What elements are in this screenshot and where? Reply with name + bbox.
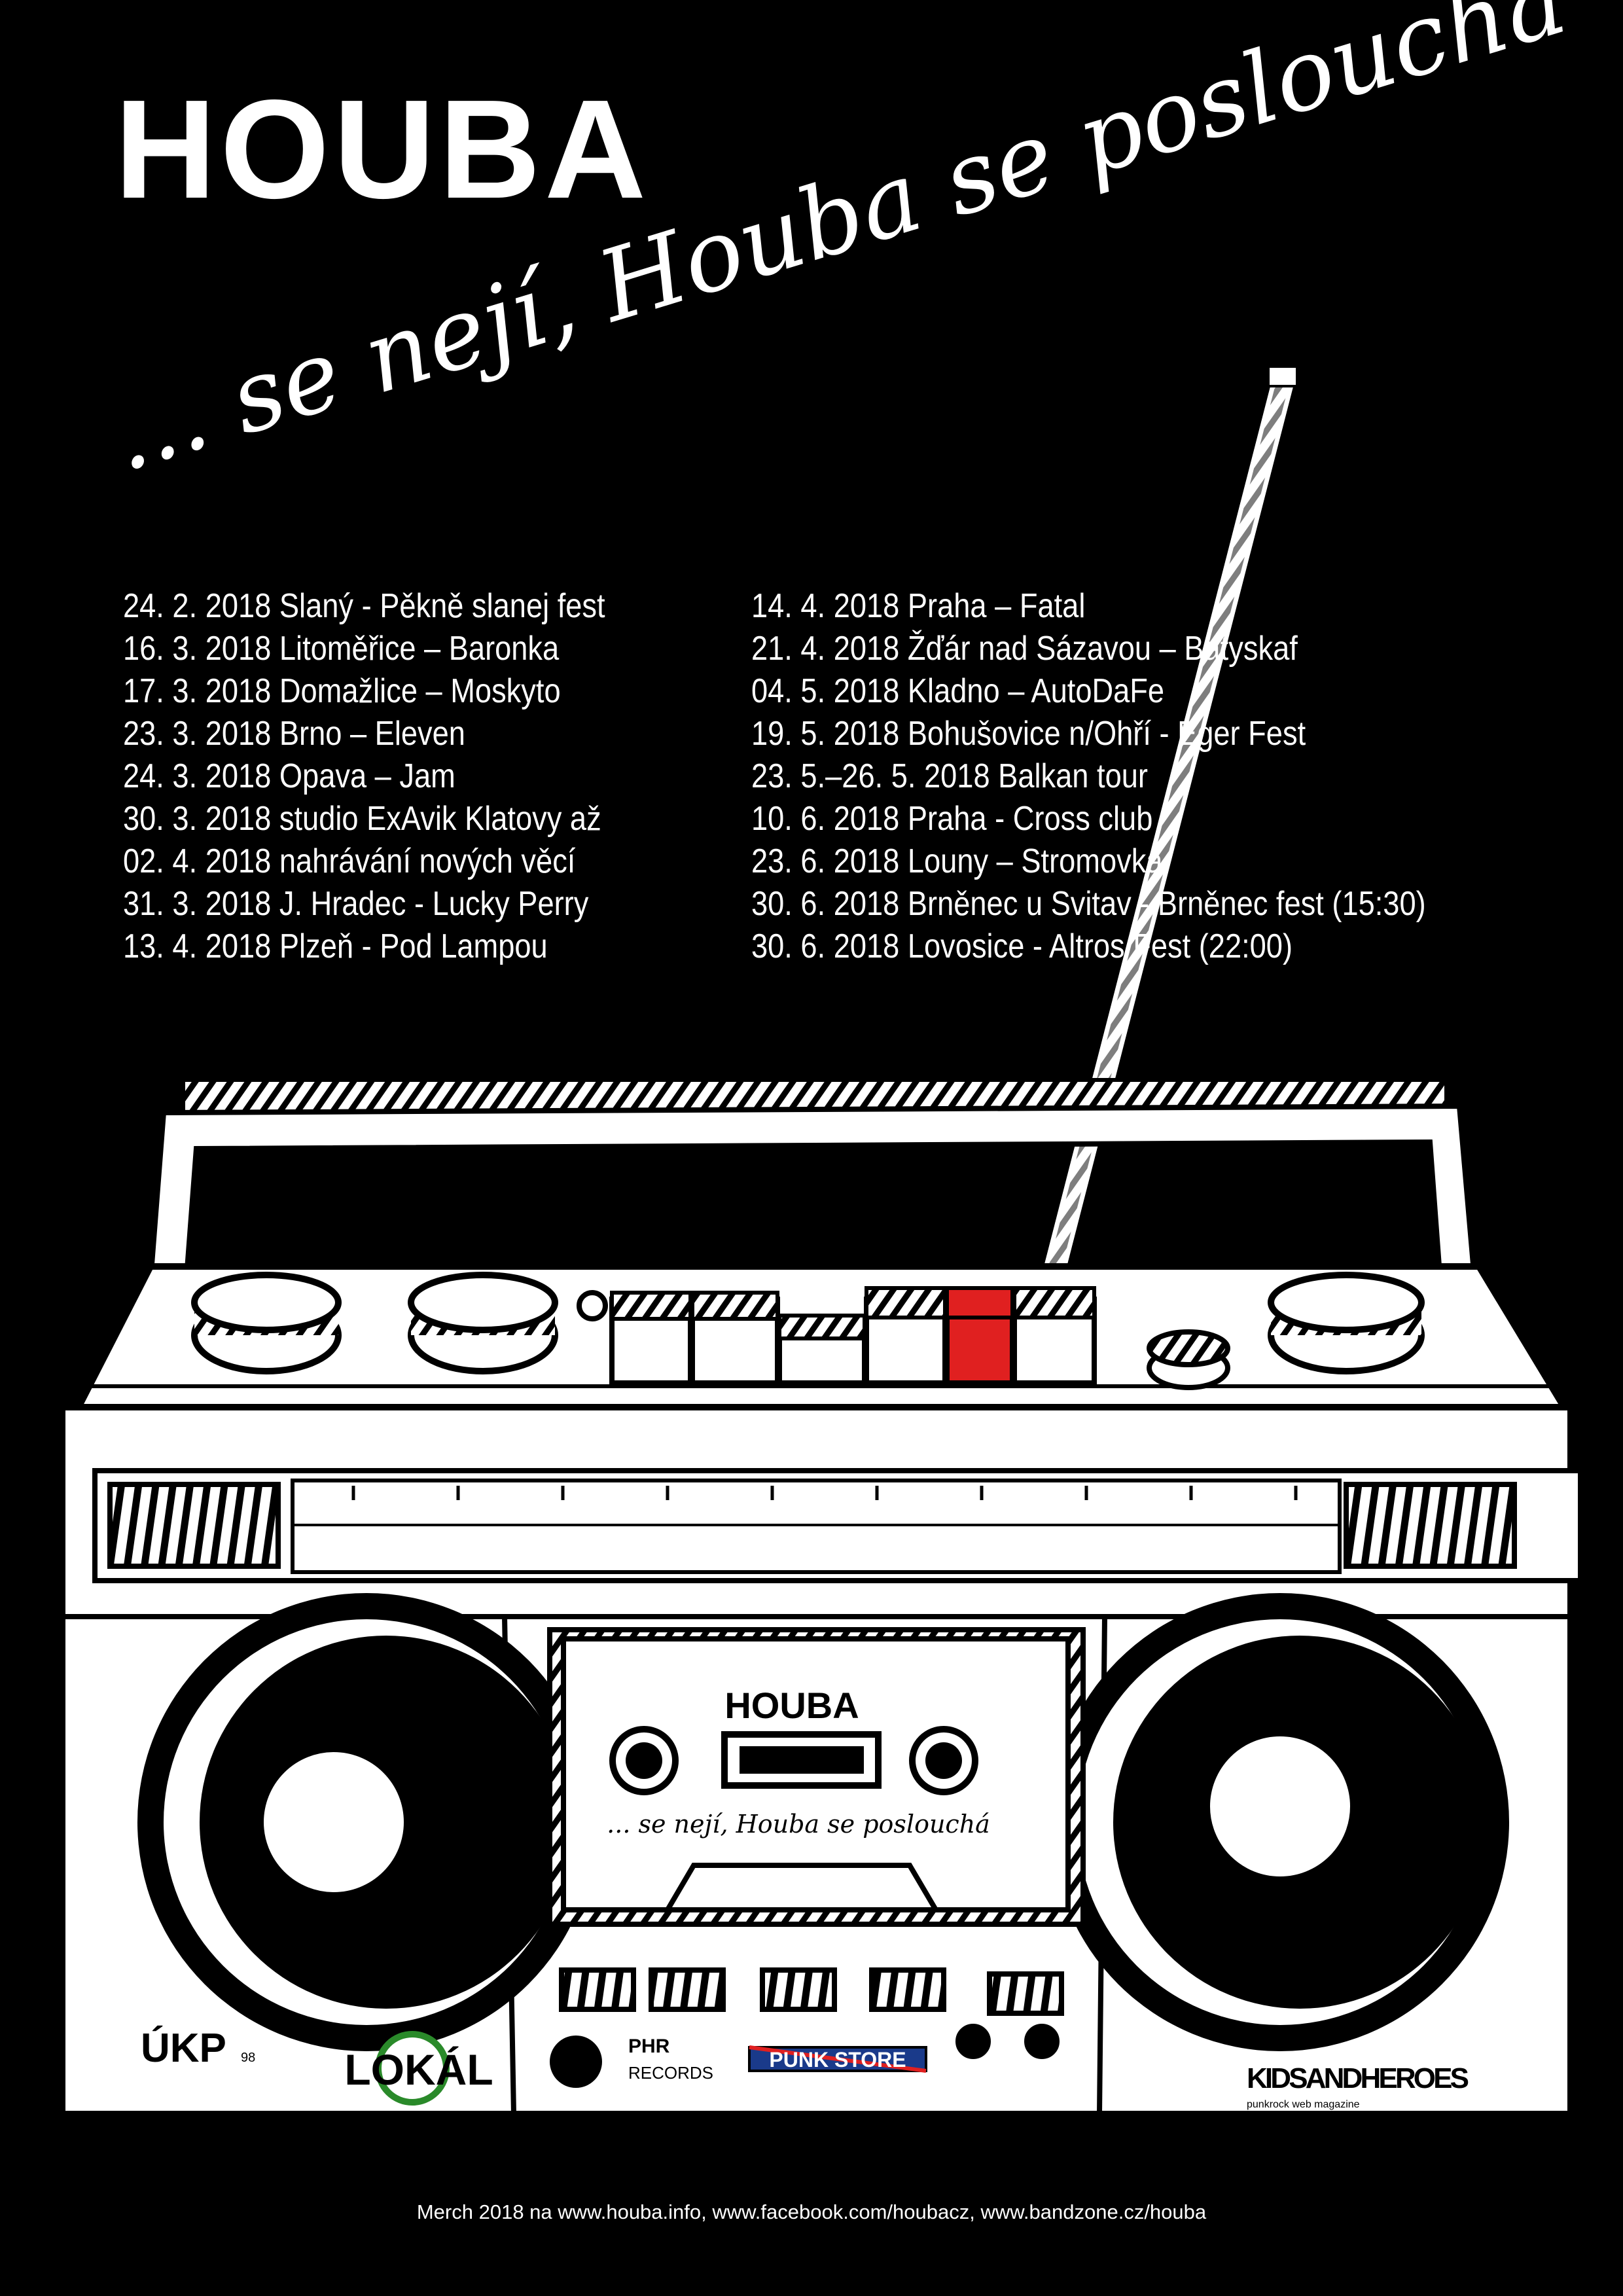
boombox-illustration: HOUBA ... se nejí, Houba se poslouchá ÚK… [59, 1078, 1583, 2117]
knob-left-2 [408, 1272, 558, 1374]
transport-buttons [609, 1286, 1097, 1386]
sponsor-phr-records: PHR RECORDS [550, 2036, 713, 2088]
tour-dates-right: 14. 4. 2018 Praha – Fatal 21. 4. 2018 Žď… [751, 587, 1426, 965]
speaker-left [137, 1593, 596, 2051]
tour-date: 21. 4. 2018 Žďár nad Sázavou – Batyskaf [751, 630, 1298, 668]
tour-date: 04. 5. 2018 Kladno – AutoDaFe [751, 672, 1164, 710]
tour-dates-left: 24. 2. 2018 Slaný - Pěkně slanej fest 16… [123, 587, 605, 965]
grill-right [1344, 1482, 1517, 1569]
footer-merch-links: Merch 2018 na www.houba.info, www.facebo… [417, 2200, 1207, 2223]
tour-date: 16. 3. 2018 Litoměřice – Baronka [123, 630, 560, 668]
tour-date: 13. 4. 2018 Plzeň - Pod Lampou [123, 927, 548, 965]
tour-date: 30. 3. 2018 studio ExAvik Klatovy až [123, 800, 601, 838]
band-title: HOUBA [115, 70, 650, 228]
tour-date: 23. 6. 2018 Louny – Stromovka [751, 842, 1163, 880]
kids-logo-text: KIDSANDHEROES [1247, 2062, 1469, 2094]
tour-date: 31. 3. 2018 J. Hradec - Lucky Perry [123, 885, 589, 923]
phr-logo-text: PHR [628, 2036, 670, 2057]
kids-logo-sub: punkrock web magazine [1247, 2099, 1360, 2110]
tour-date: 23. 3. 2018 Brno – Eleven [123, 715, 465, 753]
tour-date: 14. 4. 2018 Praha – Fatal [751, 587, 1085, 625]
cassette: HOUBA ... se nejí, Houba se poslouchá [547, 1627, 1086, 1927]
cassette-tagline: ... se nejí, Houba se poslouchá [607, 1810, 990, 1839]
sponsor-kidsandheroes: KIDSANDHEROES punkrock web magazine [1247, 2062, 1469, 2110]
tour-date: 17. 3. 2018 Domažlice – Moskyto [123, 672, 561, 710]
knob-right [1268, 1272, 1425, 1374]
tour-date: 02. 4. 2018 nahrávání nových věcí [123, 842, 576, 880]
tour-date: 10. 6. 2018 Praha - Cross club [751, 800, 1152, 838]
sponsor-ukp: ÚKP 98 [141, 2026, 255, 2071]
sponsor-lokal: LOKÁL [344, 2031, 493, 2106]
punkstore-logo-text: PUNK STORE [769, 2048, 906, 2072]
tour-date: 30. 6. 2018 Brněnec u Svitav - Brněnec f… [751, 885, 1426, 923]
lokal-logo-text: LOKÁL [344, 2045, 493, 2094]
speaker-right [1051, 1593, 1509, 2051]
sponsor-punk-store: PUNK STORE [748, 2045, 927, 2073]
tour-date: 30. 6. 2018 Lovosice - Altros Fest (22:0… [751, 927, 1293, 965]
knob-left-1 [191, 1272, 342, 1374]
tour-date: 19. 5. 2018 Bohušovice n/Ohří - Eger Fes… [751, 715, 1306, 753]
cassette-title: HOUBA [724, 1685, 859, 1726]
tour-date: 24. 3. 2018 Opava – Jam [123, 757, 455, 795]
knob-small [1147, 1329, 1230, 1390]
ukp-logo-sub: 98 [241, 2051, 255, 2065]
grill-left [107, 1482, 281, 1569]
tour-date: 23. 5.–26. 5. 2018 Balkan tour [751, 757, 1148, 795]
ukp-logo-text: ÚKP [141, 2026, 226, 2071]
tour-date: 24. 2. 2018 Slaný - Pěkně slanej fest [123, 587, 605, 625]
small-buttons [559, 1967, 1064, 2059]
phr-logo-sub: RECORDS [628, 2063, 713, 2083]
